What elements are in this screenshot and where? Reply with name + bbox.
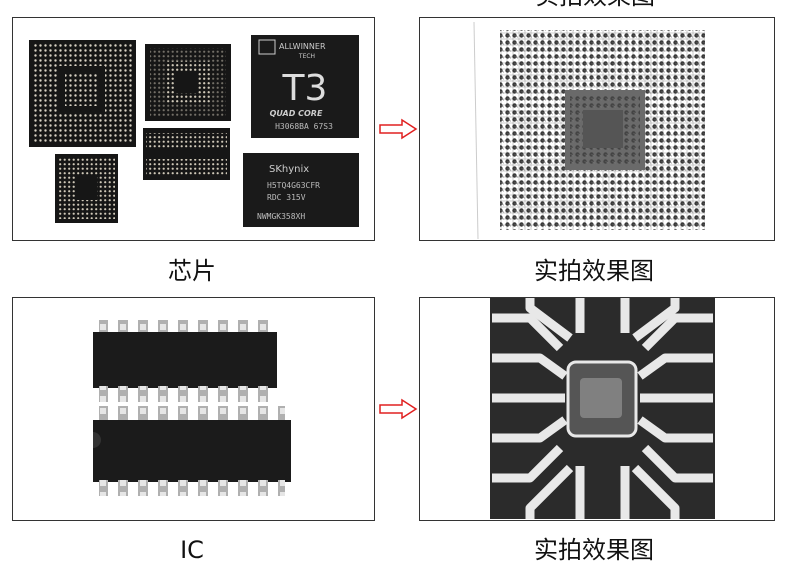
- dip-ic-upper: [93, 320, 277, 402]
- bga-chip-medium: [145, 44, 231, 121]
- xray-ic-caption: 实拍效果图: [534, 536, 654, 564]
- svg-text:TECH: TECH: [298, 53, 315, 60]
- svg-text:H3068BA 67S3: H3068BA 67S3: [275, 122, 333, 131]
- hynix-chip: SKhynix H5TQ4G63CFR RDC 315V NWMGK358XH: [243, 153, 359, 227]
- allwinner-chip: ALLWINNER TECH T3 QUAD CORE H3068BA 67S3: [251, 35, 359, 138]
- svg-text:ALLWINNER: ALLWINNER: [279, 42, 326, 51]
- xray-bga-panel: [419, 17, 775, 241]
- svg-text:RDC 315V: RDC 315V: [267, 193, 306, 202]
- svg-text:QUAD CORE: QUAD CORE: [270, 109, 323, 118]
- svg-text:H5TQ4G63CFR: H5TQ4G63CFR: [267, 181, 320, 190]
- chip-photo: ALLWINNER TECH T3 QUAD CORE H3068BA 67S3…: [29, 35, 359, 227]
- svg-text:SKhynix: SKhynix: [269, 164, 309, 175]
- svg-text:T3: T3: [282, 68, 328, 109]
- arrow-right-icon: [379, 118, 418, 140]
- chip-photo-panel: ALLWINNER TECH T3 QUAD CORE H3068BA 67S3…: [12, 17, 375, 241]
- bga-chip-large: [29, 40, 136, 147]
- xray-ic-panel: [419, 297, 775, 521]
- xray-bga-caption: 实拍效果图: [534, 257, 654, 285]
- ic-photo: [93, 320, 291, 496]
- bga-chip-rect: [143, 128, 230, 180]
- xray-bga-image: [420, 18, 773, 239]
- chip-caption: 芯片: [168, 257, 216, 285]
- bga-chip-small: [55, 154, 118, 223]
- xray-ic-image: [420, 298, 773, 519]
- ic-photo-panel: [12, 297, 375, 521]
- ic-caption: IC: [180, 536, 204, 564]
- top-caption: 实拍效果图: [495, 0, 695, 8]
- svg-text:NWMGK358XH: NWMGK358XH: [257, 212, 305, 221]
- arrow-right-icon: [379, 398, 418, 420]
- dip-ic-lower: [93, 406, 291, 496]
